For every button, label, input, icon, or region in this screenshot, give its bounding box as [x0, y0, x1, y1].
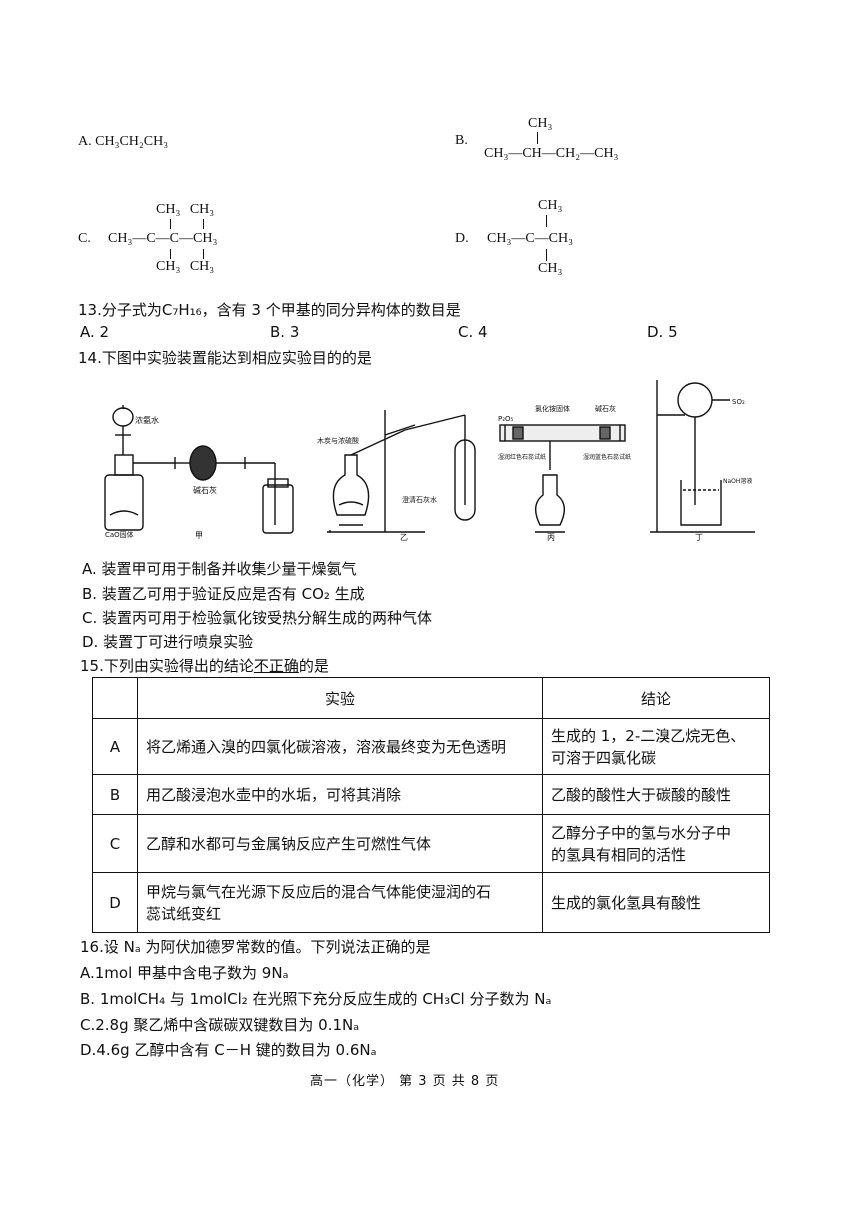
q15-stem: 15.下列由实验得出的结论不正确的是	[80, 655, 329, 676]
q12-option-b-main: CH₃—CH—CH₂—CH₃	[484, 146, 619, 161]
apparatus-bing	[499, 424, 626, 533]
yi-label-limewater: 澄清石灰水	[402, 495, 437, 504]
q12-option-c-top: CH₃ CH₃	[156, 202, 215, 217]
q14-option-d: D. 装置丁可进行喷泉实验	[82, 633, 254, 651]
q15-stem-suffix: 的是	[298, 657, 329, 675]
q14-stem: 14.下图中实验装置能达到相应实验目的的是	[78, 349, 372, 367]
q12-option-c-bottom: CH₃ CH₃	[156, 259, 215, 274]
conclusion-line: 生成的 1，2-二溴乙烷无色、	[551, 726, 746, 745]
bing-label-blue-paper: 湿润蓝色石蕊试纸	[583, 453, 631, 461]
q14-option-b: B. 装置乙可用于验证反应是否有 CO₂ 生成	[82, 585, 365, 603]
option-label: A.	[78, 134, 92, 149]
bing-label-nh4cl: 氯化铵固体	[535, 404, 570, 413]
q14-option-a: A. 装置甲可用于制备并收集少量干燥氨气	[82, 560, 357, 578]
row-label: A	[92, 718, 138, 775]
header-experiment: 实验	[137, 677, 543, 719]
q13-stem: 13.分子式为C₇H₁₆，含有 3 个甲基的同分异构体的数目是	[78, 301, 461, 319]
conclusion-line: 的氢具有相同的活性	[551, 845, 687, 864]
q12-option-c-label: C.	[78, 231, 91, 246]
row-label: D	[92, 872, 138, 933]
q15-stem-emphasis: 不正确	[253, 657, 299, 675]
jia-label-ammonia: 浓氨水	[135, 415, 159, 425]
bond-line	[546, 215, 548, 227]
q14-apparatus-figure: 浓氨水 CaO固体 碱石灰 甲 木炭与浓硫酸 澄清石灰水 乙 P₂O₅ 氯化铵固…	[104, 380, 755, 542]
q16-stem: 16.设 Nₐ 为阿伏加德罗常数的值。下列说法正确的是	[80, 938, 431, 956]
q13-option-a: A. 2	[80, 323, 110, 341]
jia-label-soda-lime: 碱石灰	[193, 485, 217, 495]
row-experiment: 用乙酸浸泡水壶中的水垢，可将其消除	[137, 774, 543, 815]
apparatus-jia	[104, 405, 294, 534]
bing-caption: 丙	[547, 533, 555, 542]
experiment-line: 甲烷与氯气在光源下反应后的混合气体能使湿润的石	[146, 882, 492, 901]
q12-option-b-top: CH₃	[528, 116, 553, 131]
row-conclusion: 乙醇分子中的氢与水分子中 的氢具有相同的活性	[542, 814, 770, 873]
q12-option-b-label: B.	[455, 133, 468, 148]
q12-option-a: A. CH₃CH₂CH₃	[78, 134, 168, 150]
q16-option-d: D.4.6g 乙醇中含有 C－H 键的数目为 0.6Nₐ	[80, 1041, 377, 1059]
q13-option-d: D. 5	[647, 323, 678, 341]
q14-option-c: C. 装置丙可用于检验氯化铵受热分解生成的两种气体	[82, 609, 433, 627]
ding-label-naoh: NaOH溶液	[723, 477, 752, 485]
q12-option-d-top: CH₃	[538, 198, 563, 213]
apparatus-yi	[327, 410, 476, 533]
bond-line	[170, 219, 172, 229]
conclusion-line: 乙醇分子中的氢与水分子中	[551, 823, 732, 842]
yi-caption: 乙	[400, 533, 408, 542]
q12-option-d-label: D.	[455, 231, 469, 246]
experiment-line: 蕊试纸变红	[146, 904, 222, 923]
q12-option-c-main: CH₃—C—C—CH₃	[108, 231, 218, 246]
bing-label-soda: 碱石灰	[595, 404, 616, 413]
q16-option-b: B. 1molCH₄ 与 1molCl₂ 在光照下充分反应生成的 CH₃Cl 分…	[80, 990, 552, 1008]
row-conclusion: 生成的氯化氢具有酸性	[542, 872, 770, 933]
q16-option-c: C.2.8g 聚乙烯中含碳碳双键数目为 0.1Nₐ	[80, 1016, 360, 1034]
row-conclusion: 生成的 1，2-二溴乙烷无色、 可溶于四氯化碳	[542, 718, 770, 775]
page-footer: 高一（化学） 第 3 页 共 8 页	[310, 1074, 500, 1089]
bond-line	[537, 132, 539, 144]
header-conclusion: 结论	[542, 677, 770, 719]
row-conclusion: 乙酸的酸性大于碳酸的酸性	[542, 774, 770, 815]
table-row: D 甲烷与氯气在光源下反应后的混合气体能使湿润的石 蕊试纸变红 生成的氯化氢具有…	[92, 872, 770, 933]
row-label: C	[92, 814, 138, 873]
table-row: B 用乙酸浸泡水壶中的水垢，可将其消除 乙酸的酸性大于碳酸的酸性	[92, 774, 770, 815]
bond-line	[170, 249, 172, 259]
bond-line	[203, 219, 205, 229]
jia-label-cao: CaO固体	[105, 530, 134, 539]
yi-label-reagent: 木炭与浓硫酸	[317, 436, 359, 445]
table-row: A 将乙烯通入溴的四氯化碳溶液，溶液最终变为无色透明 生成的 1，2-二溴乙烷无…	[92, 718, 770, 775]
jia-caption: 甲	[195, 531, 203, 540]
table-row: C 乙醇和水都可与金属钠反应产生可燃性气体 乙醇分子中的氢与水分子中 的氢具有相…	[92, 814, 770, 873]
bing-label-p2o5: P₂O₅	[498, 415, 514, 423]
q16-option-a: A.1mol 甲基中含电子数为 9Nₐ	[80, 964, 289, 982]
conclusion-line: 可溶于四氯化碳	[551, 748, 657, 767]
bing-label-red-paper: 湿润红色石蕊试纸	[498, 453, 546, 461]
header-label	[92, 677, 138, 719]
ding-caption: 丁	[695, 533, 703, 542]
formula: CH₃CH₂CH₃	[95, 134, 169, 149]
bond-line	[203, 249, 205, 259]
row-experiment: 乙醇和水都可与金属钠反应产生可燃性气体	[137, 814, 543, 873]
q15-stem-prefix: 15.下列由实验得出的结论	[80, 657, 254, 675]
q12-option-d-bottom: CH₃	[538, 261, 563, 276]
q15-table: 实验 结论 A 将乙烯通入溴的四氯化碳溶液，溶液最终变为无色透明 生成的 1，2…	[92, 677, 770, 933]
q13-option-b: B. 3	[270, 323, 300, 341]
table-header-row: 实验 结论	[92, 677, 770, 719]
apparatus-ding	[650, 380, 755, 533]
ding-label-so2: SO₂	[732, 398, 745, 406]
row-experiment: 甲烷与氯气在光源下反应后的混合气体能使湿润的石 蕊试纸变红	[137, 872, 543, 933]
row-experiment: 将乙烯通入溴的四氯化碳溶液，溶液最终变为无色透明	[137, 718, 543, 775]
row-label: B	[92, 774, 138, 815]
bond-line	[546, 249, 548, 261]
q13-option-c: C. 4	[458, 323, 488, 341]
q12-option-d-main: CH₃—C—CH₃	[487, 231, 573, 246]
